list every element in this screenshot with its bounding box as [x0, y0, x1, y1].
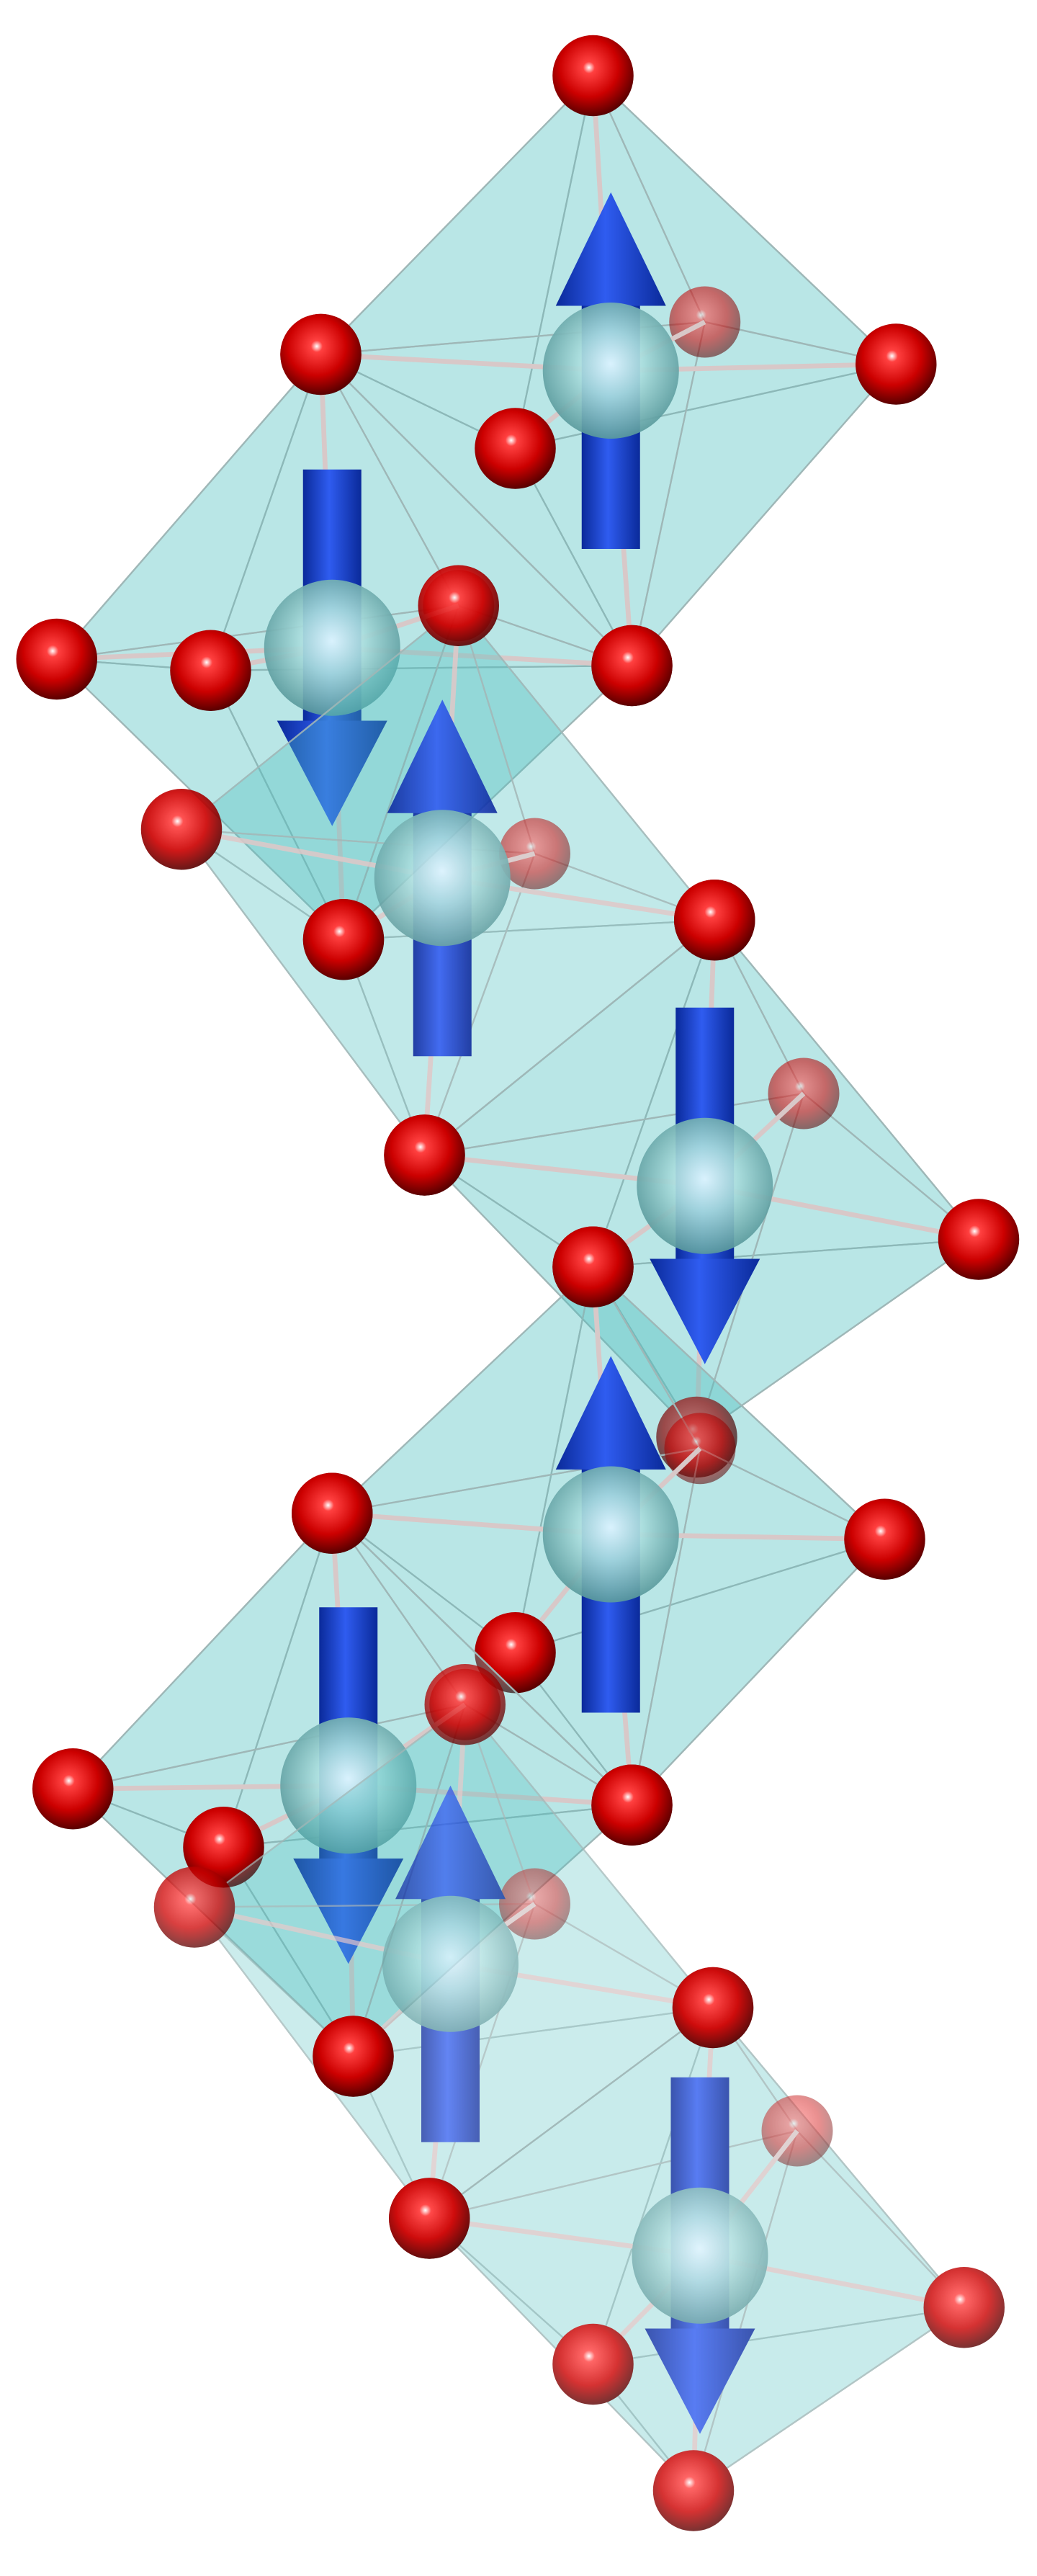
oxygen-atom — [475, 408, 556, 489]
octahedra-layer — [16, 35, 1020, 2531]
oxygen-atom — [170, 630, 251, 711]
oxygen-atom — [672, 1967, 754, 2049]
octahedron — [32, 1472, 673, 2097]
metal-atom — [374, 810, 511, 947]
oxygen-atom — [292, 1472, 373, 1554]
arrow-head — [395, 1785, 506, 1900]
oxygen-atom — [552, 35, 634, 117]
oxygen-atom — [938, 1199, 1020, 1280]
oxygen-atom — [16, 618, 97, 700]
oxygen-atom — [153, 1866, 235, 1948]
arrow-head — [277, 720, 387, 826]
metal-atom — [637, 1117, 773, 1254]
octahedron — [389, 1967, 1005, 2531]
metal-atom — [382, 1895, 518, 2032]
arrow-head — [645, 2328, 755, 2434]
arrow-head — [387, 699, 498, 813]
oxygen-atom — [418, 565, 499, 646]
metal-atom — [542, 1466, 679, 1603]
oxygen-atom — [552, 1226, 634, 1307]
oxygen-atom — [591, 1764, 673, 1846]
oxygen-atom — [280, 313, 362, 395]
oxygen-atom — [923, 2267, 1005, 2348]
arrow-head — [293, 1859, 404, 1964]
oxygen-atom — [183, 1807, 264, 1888]
oxygen-atom — [389, 2178, 470, 2259]
metal-atom — [280, 1717, 417, 1854]
metal-atom — [542, 303, 679, 439]
octahedron-face — [318, 74, 706, 356]
oxygen-atom — [32, 1748, 114, 1830]
oxygen-atom — [856, 323, 937, 405]
oxygen-atom — [844, 1498, 925, 1580]
arrow-head — [555, 192, 666, 306]
oxygen-atom — [652, 2450, 735, 2531]
oxygen-atom — [674, 880, 755, 961]
octahedron — [16, 313, 673, 980]
arrow-head — [650, 1258, 760, 1364]
oxygen-atom — [552, 2323, 634, 2405]
oxygen-atom — [591, 625, 673, 707]
arrow-head — [555, 1356, 666, 1470]
oxygen-atom — [424, 1664, 506, 1745]
oxygen-atom — [384, 1114, 465, 1196]
oxygen-atom — [140, 789, 223, 870]
metal-atom — [264, 579, 400, 716]
octahedron — [140, 565, 755, 1196]
oxygen-atom — [302, 899, 385, 980]
metal-atom — [632, 2187, 768, 2324]
oxygen-atom — [475, 1612, 556, 1694]
oxygen-atom — [313, 2016, 394, 2097]
octahedron — [292, 1226, 925, 1846]
